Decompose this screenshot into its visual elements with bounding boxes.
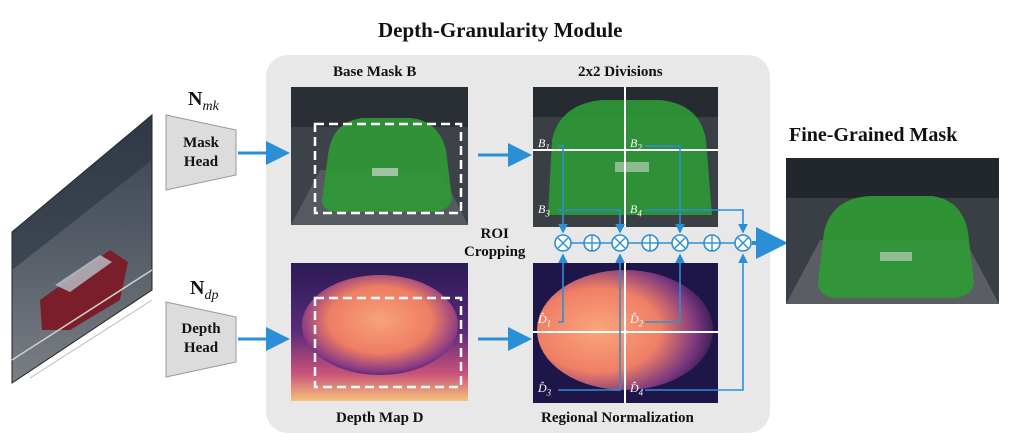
roi-line2: Cropping: [464, 244, 526, 260]
depth-map-image: [291, 263, 468, 401]
region-d1: D̂1: [538, 312, 552, 329]
n-mk-label: Nmk: [188, 88, 219, 114]
base-mask-image: [291, 87, 468, 225]
figure-title: Depth-Granularity Module: [378, 18, 623, 42]
depth-head-label: Depth Head: [170, 320, 232, 358]
operators: [554, 234, 752, 252]
roi-cropping-label: ROI Cropping: [464, 225, 525, 261]
roi-box-depth: [313, 296, 463, 389]
region-b3: B3: [538, 202, 550, 219]
output-title: Fine-Grained Mask: [789, 124, 958, 146]
depth-head-shape: [165, 301, 237, 378]
region-connectors: [558, 145, 748, 391]
operator-glyph-stroke: [737, 237, 749, 249]
divisions-image: [533, 87, 718, 227]
roi-box-mask: [313, 122, 463, 215]
mask-head-line1: Mask: [183, 135, 219, 151]
region-b4: B4: [630, 202, 642, 219]
region-d4: D̂4: [630, 381, 644, 398]
divisions-caption: 2x2 Divisions: [578, 64, 663, 80]
n-dp-label: Ndp: [190, 277, 219, 303]
region-b2: B2: [630, 136, 642, 153]
mask-head-label: Mask Head: [170, 134, 232, 172]
regional-norm-image: [533, 263, 718, 403]
base-mask-caption: Base Mask B: [333, 64, 417, 80]
operator-glyph-stroke: [557, 237, 569, 249]
regional-norm-caption: Regional Normalization: [541, 410, 694, 426]
operator-glyph-stroke: [674, 237, 686, 249]
input-image: [11, 113, 153, 384]
depth-head-line1: Depth: [181, 321, 221, 337]
mask-head-shape: [165, 114, 237, 191]
roi-line1: ROI: [480, 226, 509, 242]
operator-glyph-stroke: [614, 237, 626, 249]
mask-head-line2: Head: [183, 154, 219, 170]
region-d3: D̂3: [538, 381, 552, 398]
depth-map-caption: Depth Map D: [336, 410, 424, 426]
output-image: [786, 158, 999, 304]
region-b1: B1: [538, 136, 550, 153]
region-d2: D̂2: [630, 312, 644, 329]
depth-head-line2: Head: [183, 340, 219, 356]
